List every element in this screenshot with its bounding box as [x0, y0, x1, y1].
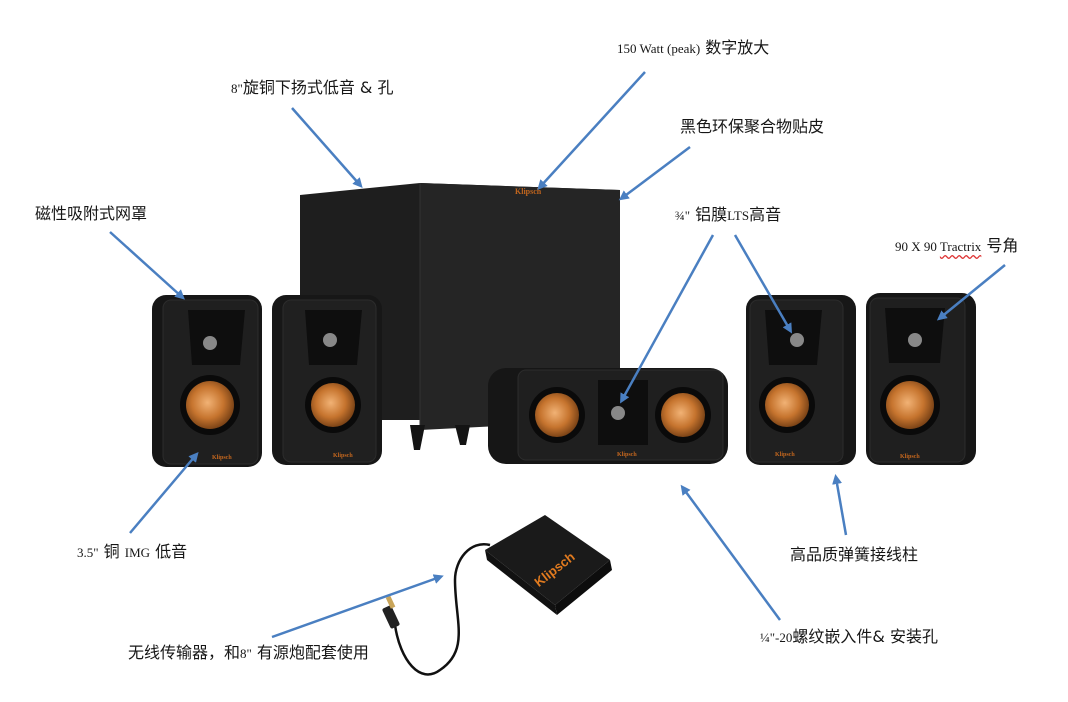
satellite-speaker-left-2: Klipsch	[272, 295, 382, 465]
satellite-speaker-right-1: Klipsch	[746, 295, 856, 465]
svg-text:Klipsch: Klipsch	[333, 453, 353, 459]
callout-amplifier: 150 Watt (peak) 数字放大	[617, 38, 770, 57]
callout-subwoofer-driver: 8"旋铜下扬式低音 & 孔	[231, 78, 394, 97]
callout-grille: 磁性吸附式网罩	[35, 204, 148, 223]
callout-tweeter: ¾" 铝膜LTS高音	[675, 205, 782, 224]
satellite-speaker-left-1: Klipsch	[152, 295, 262, 467]
callout-woofer: 3.5" 铜 IMG 低音	[77, 542, 188, 561]
svg-text:Klipsch: Klipsch	[775, 452, 795, 458]
wireless-transmitter: Klipsch	[382, 515, 612, 676]
svg-text:Klipsch: Klipsch	[617, 452, 637, 458]
callout-threaded-insert: ¼"-20螺纹嵌入件& 安装孔	[760, 627, 938, 646]
callout-binding-posts: 高品质弹簧接线柱	[790, 545, 919, 564]
svg-text:Klipsch: Klipsch	[531, 549, 577, 590]
callout-horn: 90 X 90 Tractrix 号角	[895, 236, 1019, 255]
callout-wireless-transmitter: 无线传输器，和8" 有源炮配套使用	[128, 643, 369, 662]
subwoofer: Klipsch	[300, 183, 620, 450]
svg-text:Klipsch: Klipsch	[900, 454, 920, 460]
svg-text:Klipsch: Klipsch	[212, 455, 232, 461]
satellite-speaker-right-2: Klipsch	[866, 293, 976, 465]
callout-finish: 黑色环保聚合物贴皮	[680, 117, 825, 136]
svg-text:Klipsch: Klipsch	[515, 187, 542, 196]
center-speaker: Klipsch	[488, 368, 728, 464]
